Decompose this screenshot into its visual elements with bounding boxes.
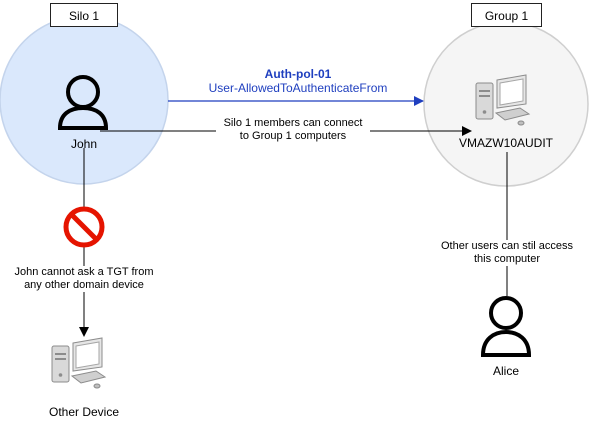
deny-note-line1: John cannot ask a TGT from <box>14 266 154 278</box>
computer-icon <box>475 74 531 126</box>
deny-note: John cannot ask a TGT from any other dom… <box>9 266 159 292</box>
connect-note-line2: to Group 1 computers <box>239 130 347 142</box>
deny-note-line2: any other domain device <box>24 279 144 291</box>
john-name: John <box>70 137 98 151</box>
other-users-note-line2: this computer <box>473 253 541 265</box>
policy-name: Auth-pol-01 <box>264 67 332 81</box>
alice-name: Alice <box>492 364 519 378</box>
other-users-note: Other users can stil access this compute… <box>432 240 582 266</box>
group-label: Group 1 <box>484 9 529 23</box>
computer-name: VMAZW10AUDIT <box>458 136 553 150</box>
connect-note-line1: Silo 1 members can connect <box>223 117 363 129</box>
other-device-label: Other Device <box>48 405 120 419</box>
prohibited-icon <box>63 206 105 248</box>
john-user-icon <box>57 75 109 130</box>
silo-label: Silo 1 <box>68 9 100 23</box>
alice-user-icon <box>480 296 532 357</box>
group-label-box: Group 1 <box>471 3 542 27</box>
other-users-note-line1: Other users can stil access <box>440 240 574 252</box>
connect-note: Silo 1 members can connect to Group 1 co… <box>216 117 370 143</box>
policy-attribute: User-AllowedToAuthenticateFrom <box>208 81 388 95</box>
silo-label-box: Silo 1 <box>50 3 118 27</box>
other-device-computer-icon <box>51 337 107 389</box>
